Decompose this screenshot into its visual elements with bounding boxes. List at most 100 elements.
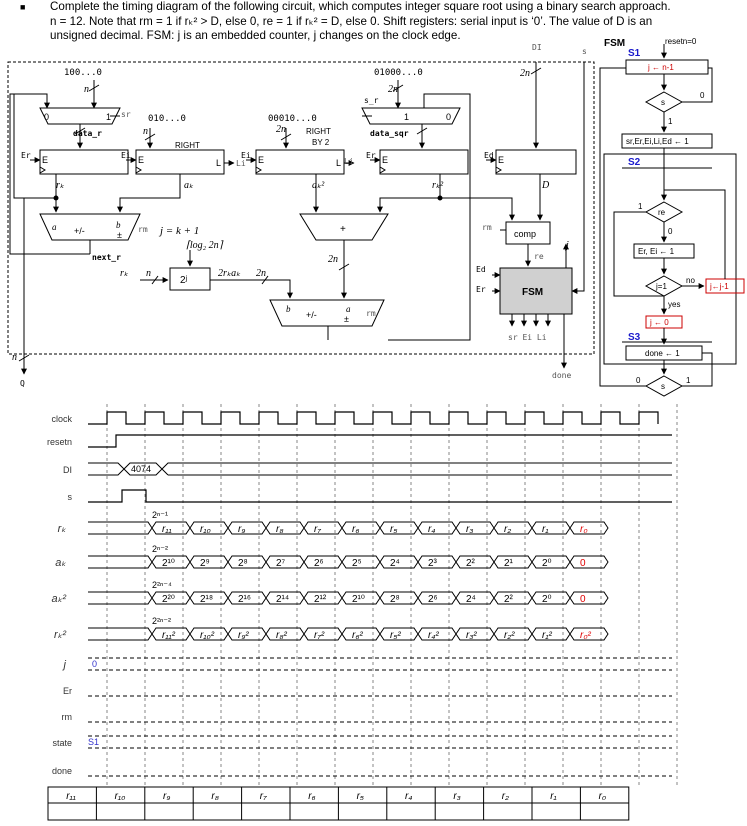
label-D: D [541, 180, 550, 191]
register-d [495, 149, 577, 175]
label-rm-bottom: rm [366, 309, 376, 318]
j-initial: 0 [92, 659, 97, 669]
mux-r [39, 107, 121, 125]
ak2-bus-initial [88, 591, 153, 605]
signal-label-2: DI [63, 465, 72, 475]
signal-label-3: s [68, 492, 73, 502]
rk2-bus-initial [88, 627, 153, 641]
problem-line-2: n = 12. Note that rm = 1 if rₖ² > D, els… [50, 14, 653, 28]
table-header: r₉ [163, 791, 170, 802]
ak2-cell-value: 2¹⁸ [200, 594, 213, 605]
label-n-Q: n [12, 352, 17, 363]
label-Ed-d: Ed [484, 151, 494, 160]
label-mux0-r2: 0 [446, 112, 451, 122]
rk-bus-cell [265, 521, 305, 535]
label-Er-fsm: Er [476, 285, 486, 294]
ak2-cell-value: 2² [504, 594, 514, 605]
rk-bus-cell [379, 521, 419, 535]
rk-cell-value: r₄ [428, 524, 435, 535]
register-r2 [379, 149, 469, 175]
label-re: re [534, 252, 544, 261]
rk-bus-cell [227, 521, 267, 535]
label-ak: aₖ [184, 180, 194, 191]
fsm-s1-box [625, 59, 709, 75]
table-header: r₈ [211, 791, 219, 802]
register-a [135, 149, 225, 175]
label-a-left: a [52, 222, 57, 232]
table-header: r₁₁ [66, 791, 76, 802]
rk2-cell-value: r₄² [428, 630, 439, 641]
DI-waveform-c [161, 462, 672, 476]
label-Er-r: Er [21, 151, 31, 160]
rk2-cell-value: r₁₀² [200, 630, 215, 641]
label-n-a: n [143, 126, 148, 137]
label-Li-a: Li [236, 159, 246, 168]
label-right-by2-b: BY 2 [312, 138, 330, 147]
label-E-d: E [498, 155, 504, 165]
label-j-eq1: j = k + 1 [158, 225, 199, 237]
rk2-cell-value: r₈² [276, 630, 288, 641]
label-E-r: E [42, 155, 48, 165]
label-s-r: s_r [364, 96, 379, 105]
datapath-boundary [7, 61, 595, 355]
rk-cell-value: r₂ [504, 524, 511, 535]
label-n-top: n [84, 84, 89, 95]
fsm-s1-action: j ← n-1 [647, 63, 674, 72]
signal-label-4: rₖ [58, 523, 67, 535]
rk-bus-cell [303, 521, 343, 535]
table-header: r₄ [405, 791, 412, 802]
label-pow2j: 2ʲ [180, 275, 188, 286]
fsm-chart [599, 44, 745, 397]
fsm-j-dec: j←j-1 [709, 282, 729, 291]
rk-bus-cell [417, 521, 457, 535]
ak-cell-value: 2¹ [504, 558, 514, 569]
rk2-cell-value: r₁₁² [162, 630, 176, 641]
label-pm-left: ± [117, 230, 122, 240]
label-E-r2: E [382, 155, 388, 165]
label-pm-bottom: ± [344, 314, 349, 324]
table-header: r₂ [502, 791, 509, 802]
rk-bus-initial [88, 521, 153, 535]
state-initial: S1 [88, 737, 99, 747]
fsm-re-label: re [658, 208, 666, 217]
adder-r2 [299, 213, 389, 241]
fsm-sr-action: sr,Er,Ei,Li,Ed ← 1 [626, 137, 689, 146]
rk-cell-value: r₇ [314, 524, 321, 535]
rk2-cell-value: r₉² [238, 630, 249, 641]
ak2-cell-value: 2⁰ [542, 594, 552, 605]
label-L-a: L [216, 158, 221, 168]
fsm-S2: S2 [628, 157, 641, 168]
rk-cell-value: r₃ [466, 524, 473, 535]
rk-bus-cell [569, 521, 609, 535]
fsm-yes: yes [668, 300, 680, 309]
label-addsub-left: +/- [74, 226, 85, 236]
label-mux1-r2: 1 [404, 112, 409, 122]
adder-subtractor-r2 [269, 299, 385, 327]
ak-bus-cell [493, 555, 533, 569]
resetn-waveform [88, 434, 672, 448]
label-fsm-outputs: sr Ei Li [508, 333, 547, 342]
ak-cell-value: 2⁸ [238, 558, 248, 569]
ak2-cell-value: 2⁴ [466, 594, 476, 605]
rk-bus-cell [455, 521, 495, 535]
ak2-cell-value: 2¹⁴ [276, 594, 289, 605]
label-fsm-block: FSM [522, 287, 543, 298]
label-Ei-a: Ei [121, 151, 131, 160]
label-Er-r2: Er [366, 151, 376, 160]
fsm-s-label-1: s [661, 98, 665, 107]
fsm-zero-2: 0 [636, 376, 641, 385]
signal-label-7: rₖ² [54, 629, 66, 641]
label-j-out: j [564, 240, 569, 251]
table-header: r₅ [357, 791, 364, 802]
bullet-icon: ■ [20, 2, 26, 12]
fsm-S1: S1 [628, 48, 641, 59]
label-const-00010: 00010...0 [268, 114, 317, 124]
rk2-cell-value: r₃² [466, 630, 477, 641]
label-addsub-bottom: +/- [306, 310, 317, 320]
table-header: r₀ [599, 791, 607, 802]
rk-cell-value: r₉ [238, 524, 245, 535]
signal-label-0: clock [51, 414, 72, 424]
problem-line-3: unsigned decimal. FSM: j is an embedded … [50, 29, 461, 42]
ak2-head: 2²ⁿ⁻⁴ [152, 580, 172, 590]
